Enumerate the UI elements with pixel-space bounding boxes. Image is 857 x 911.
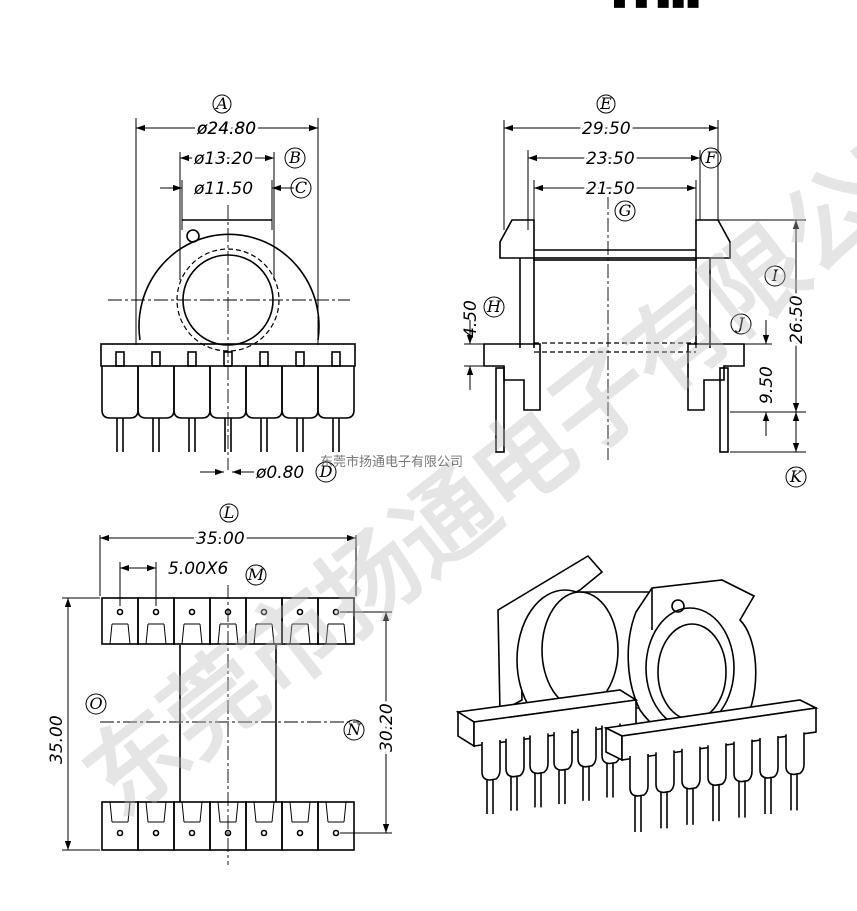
label-d: D [315,461,337,483]
dim-n-text: 30.20 [377,703,397,752]
dim-h-text: 4.50 [461,300,481,338]
dim-a-value: ø24.80 [196,119,256,139]
side-view [464,120,806,460]
dim-d-text: ø0.80 [255,463,304,483]
label-h: H [483,296,505,318]
label-o: O [85,693,107,715]
label-c: C [290,177,312,199]
dim-l-text: 35.00 [196,529,245,549]
svg-text:C: C [295,178,307,197]
front-view [100,118,356,476]
svg-text:O: O [89,694,102,713]
dim-f-text: 23.50 [586,149,635,169]
svg-text:L: L [223,503,235,522]
dim-i-text: 26.50 [787,295,807,344]
svg-text:M: M [247,565,265,584]
label-i: I [764,265,786,287]
dim-c-text: ø11.50 [193,179,253,199]
svg-text:K: K [789,467,803,486]
label-g: G [614,200,636,222]
dim-g-text: 21.50 [586,179,635,199]
svg-text:A: A [214,94,228,113]
label-l: L [219,503,239,523]
svg-text:E: E [599,94,612,113]
bottom-view [62,534,392,865]
svg-text:D: D [319,462,333,481]
label-k: K [785,466,807,488]
label-m: M [245,564,267,586]
label-b: B [284,147,306,169]
dim-b-text: ø13.20 [193,149,253,169]
svg-text:I: I [771,266,779,285]
label-a: A [212,94,232,114]
dim-o-text: 35.00 [47,715,67,764]
label-e: E [596,94,616,114]
svg-text:G: G [619,201,632,220]
dim-a-text: ø24.80 [196,119,256,139]
label-f: F [700,147,722,169]
label-j: J [730,313,752,335]
svg-text:J: J [735,314,746,333]
label-n: N [343,719,365,741]
dim-m-text: 5.00X6 [168,559,228,579]
svg-text:N: N [346,720,362,739]
svg-text:H: H [486,297,502,316]
dim-e-text: 29.50 [582,119,631,139]
watermark-small: 东莞市扬通电子有限公司 [320,454,463,470]
dim-j-text: 9.50 [757,366,777,404]
svg-text:F: F [704,148,717,167]
header-text: ▪ ▪ ▪▪▪ [612,0,701,14]
isometric-view [455,554,819,832]
svg-text:B: B [288,148,301,167]
